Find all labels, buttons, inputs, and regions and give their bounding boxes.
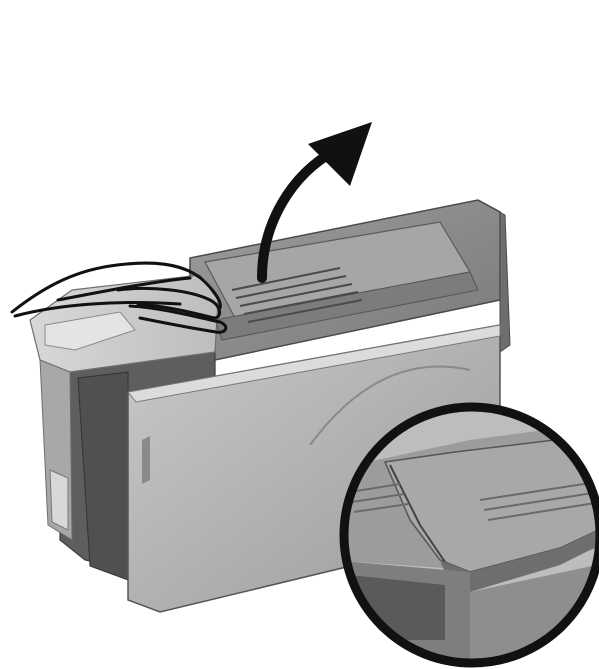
arrow-head bbox=[308, 122, 372, 186]
brand-mark bbox=[142, 436, 150, 484]
card-slot bbox=[50, 470, 68, 530]
